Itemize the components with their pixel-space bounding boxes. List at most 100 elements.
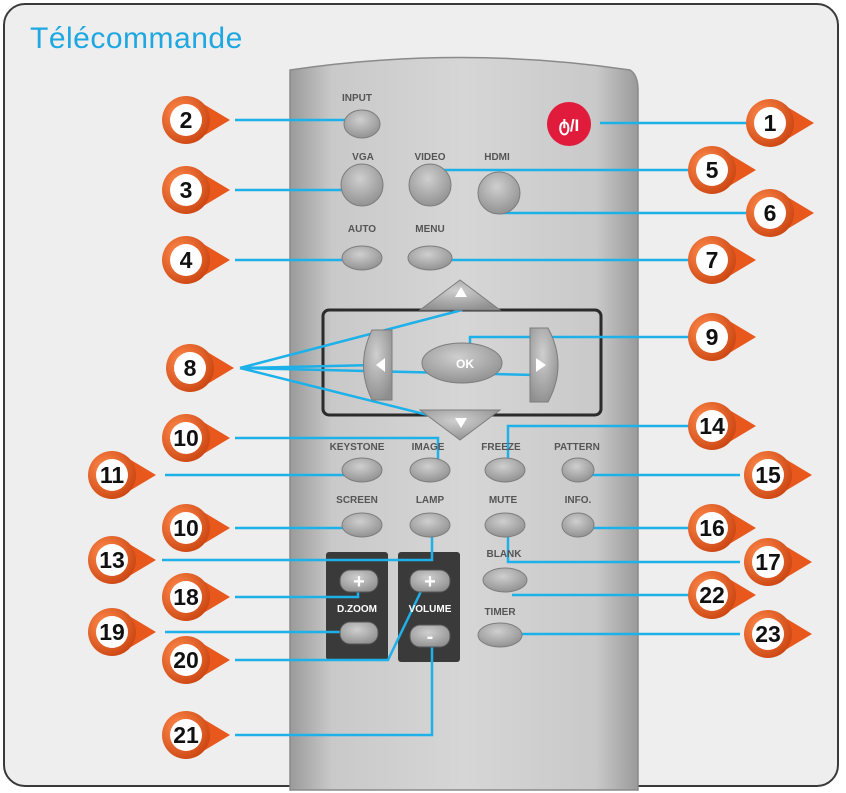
callout-inner [752,618,784,650]
callout-inner [754,197,786,229]
callout-17: 17 [744,538,812,586]
hdmi-label: HDMI [484,152,510,163]
ok-label: OK [456,357,474,371]
callout-inner [96,616,128,648]
callout-inner [696,579,728,611]
hdmi-button[interactable] [477,171,521,215]
callout-number: 4 [180,247,193,273]
callout-number: 17 [755,549,781,575]
callout-23: 23 [744,610,812,658]
callout-inner [170,512,202,544]
volume-minus-button[interactable] [409,624,451,648]
freeze-button[interactable] [484,457,526,483]
arrow-left-icon [376,358,385,372]
callout-3: 3 [162,166,230,214]
menu-button[interactable] [407,245,453,271]
callout-inner [696,410,728,442]
callout-number: 11 [100,462,125,488]
diagram-title: Télécommande [30,22,243,55]
arrow-right-icon [536,358,546,372]
dzoom-minus-button[interactable] [339,621,379,645]
callout-number: 20 [173,647,199,673]
callout-inner [696,321,728,353]
callout-9: 9 [688,313,756,361]
arrow-up-icon [455,287,467,297]
dzoom-plus-label: + [353,571,365,593]
callout-number: 10 [173,425,199,451]
callout-inner [752,459,784,491]
volume-label: VOLUME [409,604,452,615]
image-label: IMAGE [412,442,445,453]
screen-label: SCREEN [336,495,378,506]
auto-button[interactable] [341,245,383,271]
callout-8: 8 [166,344,234,392]
callout-inner [170,581,202,613]
power-button[interactable] [547,102,591,146]
volume-plus-button[interactable] [409,569,451,593]
mute-button[interactable] [484,512,526,538]
callout-number: 6 [764,200,777,226]
ok-button[interactable] [421,342,503,384]
pattern-button[interactable] [561,457,595,483]
callout-number: 14 [699,413,725,439]
power-button-label: ტ/I [559,116,580,136]
callout-number: 3 [180,177,193,203]
callout-number: 10 [173,515,199,541]
input-label: INPUT [342,93,372,104]
callout-inner [754,107,786,139]
callout-11: 11 [88,451,156,499]
dzoom-plus-button[interactable] [339,569,379,593]
image-button[interactable] [409,457,451,483]
lamp-label: LAMP [416,495,445,506]
callout-inner [696,154,728,186]
info-label: INFO. [565,495,592,506]
callout-inner [174,352,206,384]
callout-7: 7 [688,236,756,284]
callout-number: 8 [184,355,197,381]
callout-13: 13 [88,536,156,584]
dzoom-label: D.ZOOM [337,604,377,615]
callout-2: 2 [162,96,230,144]
screen-button[interactable] [341,512,383,538]
callout-22: 22 [688,571,756,619]
timer-label: TIMER [484,607,516,618]
callout-number: 7 [706,247,719,273]
blank-label: BLANK [487,549,523,560]
lamp-button[interactable] [409,512,451,538]
callout-inner [696,512,728,544]
callout-inner [170,174,202,206]
timer-button[interactable] [477,622,523,648]
keystone-button[interactable] [341,457,383,483]
blank-button[interactable] [482,567,528,593]
arrow-down-icon [455,418,467,428]
callout-number: 15 [755,462,781,488]
volume-minus-label: - [427,626,434,648]
video-button[interactable] [408,163,452,207]
vga-button[interactable] [340,163,384,207]
callout-20: 20 [162,636,230,684]
input-button[interactable] [343,109,381,139]
auto-label: AUTO [348,224,376,235]
callout-number: 21 [173,722,199,748]
callout-number: 2 [180,107,193,133]
callout-21: 21 [162,711,230,759]
callout-number: 19 [99,619,125,645]
callout-number: 5 [706,157,719,183]
callout-inner [696,244,728,276]
callout-inner [170,104,202,136]
callout-number: 18 [173,584,199,610]
callout-inner [752,546,784,578]
video-label: VIDEO [414,152,445,163]
freeze-label: FREEZE [481,442,521,453]
callout-16: 16 [688,504,756,552]
menu-label: MENU [415,224,444,235]
info-button[interactable] [561,512,595,538]
callout-6: 6 [746,189,814,237]
callout-number: 22 [699,582,725,608]
callout-4: 4 [162,236,230,284]
callout-number: 13 [99,547,125,573]
vga-label: VGA [352,152,374,163]
callout-10: 10 [162,504,230,552]
